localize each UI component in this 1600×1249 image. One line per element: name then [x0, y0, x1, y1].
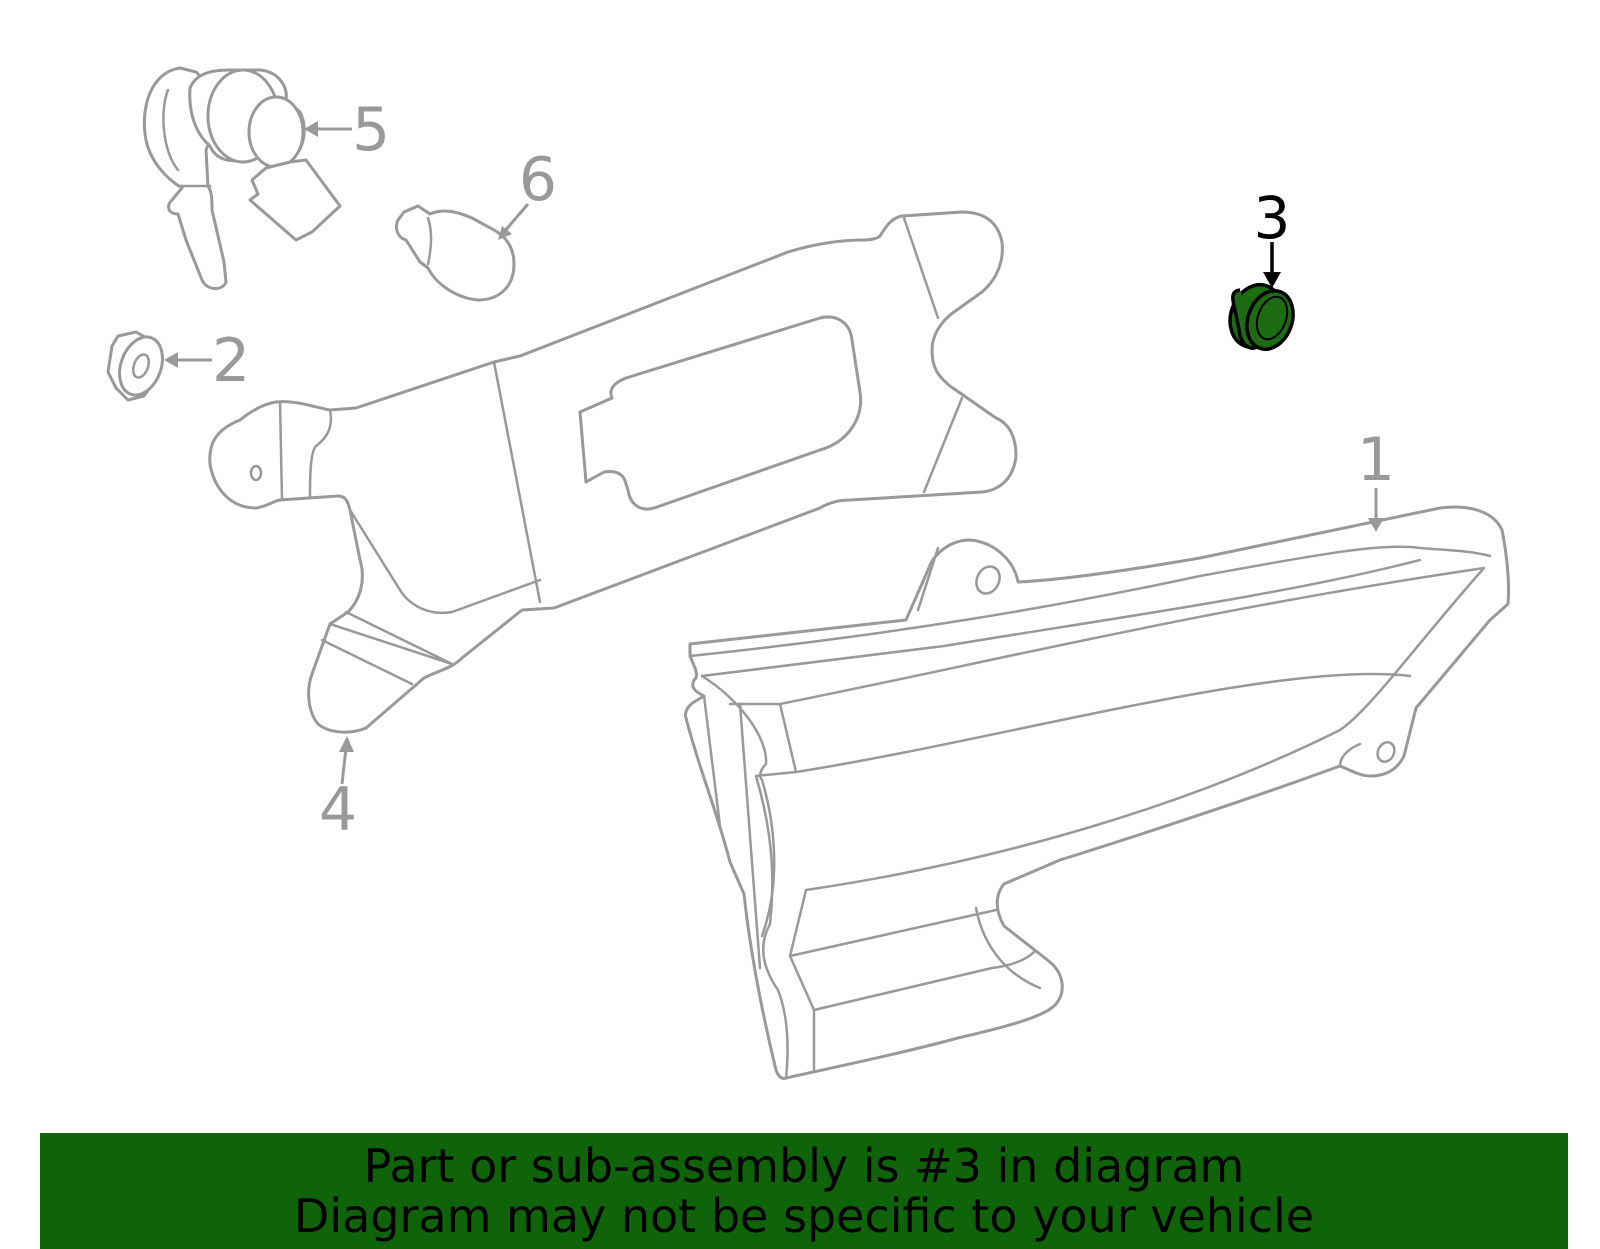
part-3-clip-highlighted	[1228, 282, 1295, 351]
callout-1: 1	[1357, 425, 1395, 532]
callout-3-number: 3	[1254, 184, 1291, 252]
callout-4-number: 4	[319, 775, 357, 845]
callout-2: 2	[164, 326, 250, 396]
part-5-bulb-socket	[142, 66, 342, 290]
callout-6-number: 6	[519, 145, 557, 215]
info-banner: Part or sub-assembly is #3 in diagram Di…	[40, 1133, 1568, 1249]
part-6-wedge-bulb	[394, 204, 516, 302]
callout-3: 3	[1254, 184, 1291, 288]
banner-line-2: Diagram may not be specific to your vehi…	[293, 1189, 1315, 1243]
callout-1-number: 1	[1357, 425, 1395, 495]
part-1-lamp-assembly	[684, 505, 1511, 1080]
callout-4: 4	[319, 736, 357, 845]
callout-5: 5	[304, 95, 390, 165]
callout-6: 6	[498, 145, 557, 240]
part-4-bracket	[208, 210, 1018, 734]
callout-5-number: 5	[352, 95, 390, 165]
banner-line-1: Part or sub-assembly is #3 in diagram	[363, 1139, 1245, 1193]
callout-2-number: 2	[212, 326, 250, 396]
part-2-nut	[106, 330, 164, 402]
